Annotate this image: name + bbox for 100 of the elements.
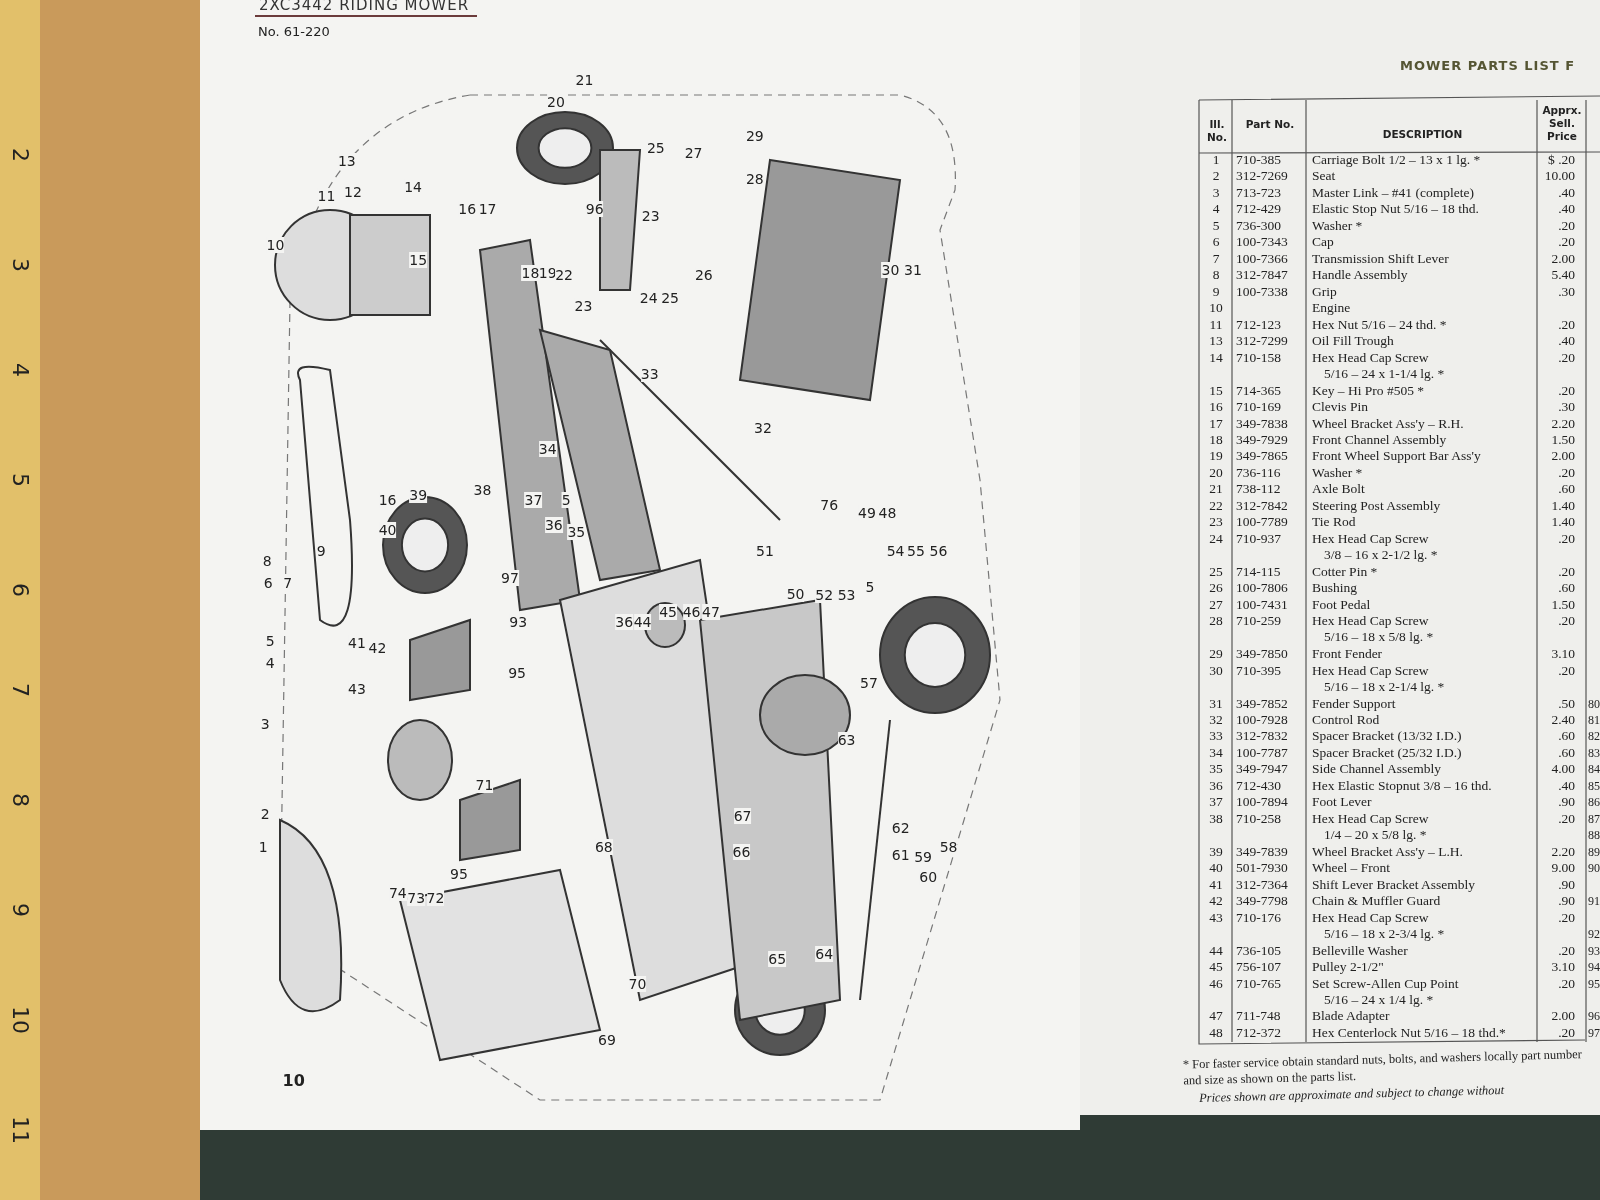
table-cell-text: 11 (1208, 316, 1224, 333)
table-cell-text: 2.00 (1550, 250, 1575, 267)
ruler-number: 7 (7, 683, 33, 697)
table-cell-text: 25 (1208, 563, 1224, 580)
table-cell: 714-365 (1236, 382, 1281, 399)
table-cell-text: 22 (1208, 497, 1224, 514)
table-cell-text: 3.10 (1550, 646, 1575, 663)
callout-number: 35 (567, 524, 586, 541)
table-cell: 710-169 (1236, 399, 1281, 416)
table-cell: Washer * (1312, 464, 1363, 481)
table-cell: 756-107 (1236, 959, 1281, 975)
table-cell-text: 44 (1208, 942, 1224, 959)
table-cell-text: 36 (1208, 777, 1224, 794)
table-cell: 93 (1588, 942, 1600, 959)
table-cell-text: 38 (1208, 810, 1224, 827)
table-cell: 312-7842 (1236, 497, 1288, 514)
table-cell-text: 3.10 (1550, 959, 1575, 975)
table-cell: 349-7838 (1236, 415, 1288, 432)
table-cell: Front Channel Assembly (1312, 432, 1447, 448)
table-cell: 87 (1588, 810, 1600, 827)
table-cell: Hex Nut 5/16 – 24 thd. * (1312, 316, 1447, 333)
table-cell-text: 2.20 (1550, 843, 1575, 860)
column-header: Apprx. Sell. Price (1541, 104, 1583, 143)
table-cell-text: .20 (1557, 464, 1575, 481)
table-cell-text: 47 (1208, 1008, 1224, 1025)
callout-number: 23 (574, 298, 593, 314)
table-cell-text: 1.50 (1550, 596, 1575, 613)
table-cell-text: 39 (1208, 843, 1224, 860)
table-cell-text: 23 (1208, 514, 1224, 531)
table-cell: 349-7798 (1236, 893, 1288, 910)
ruler-number: 10 (7, 1006, 33, 1034)
table-cell: Oil Fill Trough (1312, 333, 1394, 350)
table-cell: 312-7832 (1236, 728, 1288, 745)
table-cell-text: 26 (1208, 580, 1224, 597)
table-cell-text: 2.40 (1550, 711, 1575, 728)
callout-number: 4 (265, 655, 275, 671)
column-header: Ill. No. (1206, 118, 1228, 144)
table-cell-text: 7 (1211, 250, 1221, 267)
table-cell: Hex Head Cap Screw 1/4 – 20 x 5/8 lg. * (1312, 810, 1429, 843)
table-cell: Master Link – #41 (complete) (1312, 184, 1474, 201)
table-cell: Clevis Pin (1312, 399, 1368, 416)
table-cell-text: .20 (1557, 234, 1575, 251)
table-cell: 349-7839 (1236, 843, 1288, 860)
table-cell: 81 (1588, 711, 1600, 728)
parts-list-heading: MOWER PARTS LIST F (1400, 58, 1576, 75)
column-header: DESCRIPTION (1381, 128, 1464, 141)
table-cell: 710-765 (1236, 975, 1281, 992)
table-cell-text: .60 (1557, 481, 1575, 498)
table-cell-text: 10 (1208, 300, 1224, 317)
table-cell: 85 (1588, 777, 1600, 794)
table-cell: Chain & Muffler Guard (1312, 893, 1441, 910)
table-cell: 94 (1588, 959, 1600, 975)
table-cell: Elastic Stop Nut 5/16 – 18 thd. (1312, 201, 1479, 218)
table-cell-text: 2.00 (1550, 1008, 1575, 1025)
table-cell-text: .20 (1557, 1024, 1575, 1041)
table-cell-text: 33 (1208, 728, 1224, 745)
table-cell: Washer * (1312, 217, 1363, 234)
table-cell: 80 (1588, 695, 1600, 712)
table-cell: 312-7847 (1236, 267, 1288, 284)
table-cell: Hex Head Cap Screw 5/16 – 18 x 2-1/4 lg. * (1312, 662, 1445, 695)
table-cell-text: .20 (1557, 613, 1575, 630)
table-cell-text: 15 (1208, 382, 1224, 399)
table-cell: Seat (1312, 168, 1336, 185)
table-cell: 710-395 (1236, 662, 1281, 679)
table-cell: Carriage Bolt 1/2 – 13 x 1 lg. * (1312, 152, 1481, 168)
table-cell: Foot Lever (1312, 794, 1372, 811)
callout-number: 18 (521, 265, 540, 282)
table-cell-text: 27 (1208, 596, 1224, 613)
table-cell-text: 2.20 (1550, 415, 1575, 432)
table-cell: 713-723 (1236, 184, 1281, 201)
table-cell: Hex Head Cap Screw 5/16 – 24 x 1-1/4 lg. * (1312, 349, 1445, 382)
table-cell: Wheel Bracket Ass'y – L.H. (1312, 843, 1463, 860)
table-cell-text: .60 (1557, 744, 1575, 761)
ruler-number: 11 (7, 1116, 33, 1144)
table-cell: 712-430 (1236, 777, 1281, 794)
table-cell: Side Channel Assembly (1312, 761, 1441, 778)
table-cell: Transmission Shift Lever (1312, 250, 1449, 267)
table-cell: 96 (1588, 1008, 1600, 1025)
table-cell-text: 9.00 (1550, 860, 1575, 877)
table-cell-text: .20 (1557, 810, 1575, 827)
table-cell: Tie Rod (1312, 514, 1356, 531)
table-cell-text: 17 (1208, 415, 1224, 432)
ruler-number: 8 (7, 793, 33, 807)
table-cell-text: .30 (1557, 399, 1575, 416)
table-cell: Key – Hi Pro #505 * (1312, 382, 1425, 399)
table-cell-text: .90 (1557, 893, 1575, 910)
table-cell-text: .90 (1557, 794, 1575, 811)
table-cell: Grip (1312, 283, 1337, 300)
table-cell: Fender Support (1312, 695, 1396, 712)
table-cell-text: .20 (1557, 942, 1575, 959)
table-cell: Control Rod (1312, 711, 1380, 728)
table-cell: 349-7929 (1236, 432, 1288, 448)
table-cell-text: 37 (1208, 794, 1224, 811)
table-cell: 349-7850 (1236, 646, 1288, 663)
callout-number: 36 (615, 614, 634, 631)
table-cell: 89 (1588, 843, 1600, 860)
table-cell: Bushing (1312, 580, 1357, 597)
table-cell: Spacer Bracket (13/32 I.D.) (1312, 728, 1462, 745)
table-cell-text: 35 (1208, 761, 1224, 778)
table-cell-text: .60 (1557, 728, 1575, 745)
